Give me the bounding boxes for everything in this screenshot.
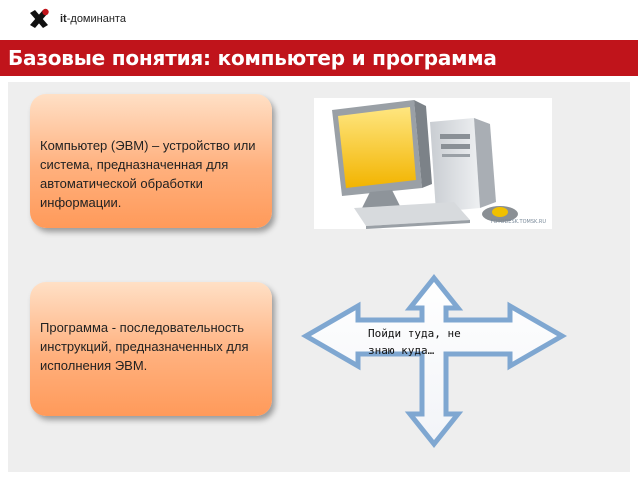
slide-content: Компьютер (ЭВМ) – устройство или система… [8,82,630,472]
program-definition-text: Программа - последовательность инструкци… [40,320,249,373]
computer-definition-text: Компьютер (ЭВМ) – устройство или система… [40,138,256,210]
image-watermark: FOTODESK.TOMSK.RU [490,219,546,225]
arrow-caption: Пойди туда, не знаю куда… [368,327,461,357]
four-way-arrow-icon [300,273,568,449]
computer-illustration [332,100,518,229]
logo: it-доминанта [28,6,126,32]
computer-definition-card: Компьютер (ЭВМ) – устройство или система… [30,94,272,228]
program-definition-card: Программа - последовательность инструкци… [30,282,272,416]
title-bar: Базовые понятия: компьютер и программа [0,40,638,76]
four-way-arrow: Пойди туда, не знаю куда… [300,273,568,470]
page-title: Базовые понятия: компьютер и программа [8,46,497,70]
computer-image: FOTODESK.TOMSK.RU [314,98,552,229]
brand-name: it-доминанта [60,13,126,25]
brand-x-icon [28,8,50,30]
